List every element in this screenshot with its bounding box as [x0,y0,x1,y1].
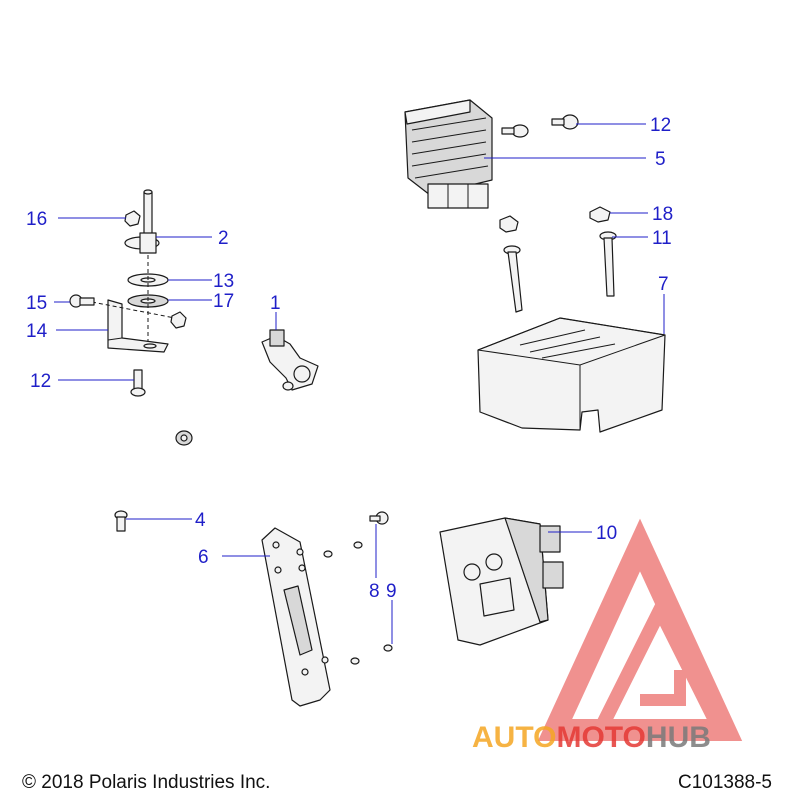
callout-14: 14 [26,321,48,342]
callout-7: 7 [658,274,669,295]
screw-top-12 [501,114,579,138]
cover-part [477,317,666,433]
ecu-part [439,517,564,646]
callout-1: 1 [270,293,281,314]
callout-9: 9 [386,581,397,602]
bolt-4 [114,510,128,532]
copyright-text: © 2018 Polaris Industries Inc. [22,772,271,793]
sensor-part [261,329,319,391]
callout-18: 18 [652,204,673,225]
watermark-text: AUTOMOTOHUB [472,721,711,754]
stud-part [124,189,160,254]
watermark-auto: AUTO [472,721,556,754]
nut-16 [124,210,141,227]
callout-8: 8 [369,581,380,602]
mounting-bracket-6 [261,527,331,707]
grommet [175,430,193,446]
callout-5: 5 [655,149,666,170]
callout-6: 6 [198,547,209,568]
drawing-number: C101388-5 [677,772,772,793]
screws-8-9 [323,511,393,665]
callout-10: 10 [596,523,617,544]
callout-13: 13 [213,271,234,292]
callout-16: 16 [26,209,47,230]
watermark-moto: MOTO [556,721,645,754]
callout-12-top: 12 [650,115,671,136]
callout-15: 15 [26,293,47,314]
nut-18 [499,206,611,233]
regulator-part [404,99,493,209]
callout-12-lower: 12 [30,371,51,392]
bolt-15 [69,294,95,308]
callout-11: 11 [652,228,672,249]
bolt-12-lower [130,369,146,397]
automotohub-logo [537,518,743,741]
callout-17: 17 [213,291,234,312]
watermark-hub: HUB [646,721,711,754]
bolt-11 [503,231,617,313]
callout-4: 4 [195,510,206,531]
bracket-14 [107,299,169,353]
bracket-nut [170,311,187,329]
callout-2: 2 [218,228,229,249]
